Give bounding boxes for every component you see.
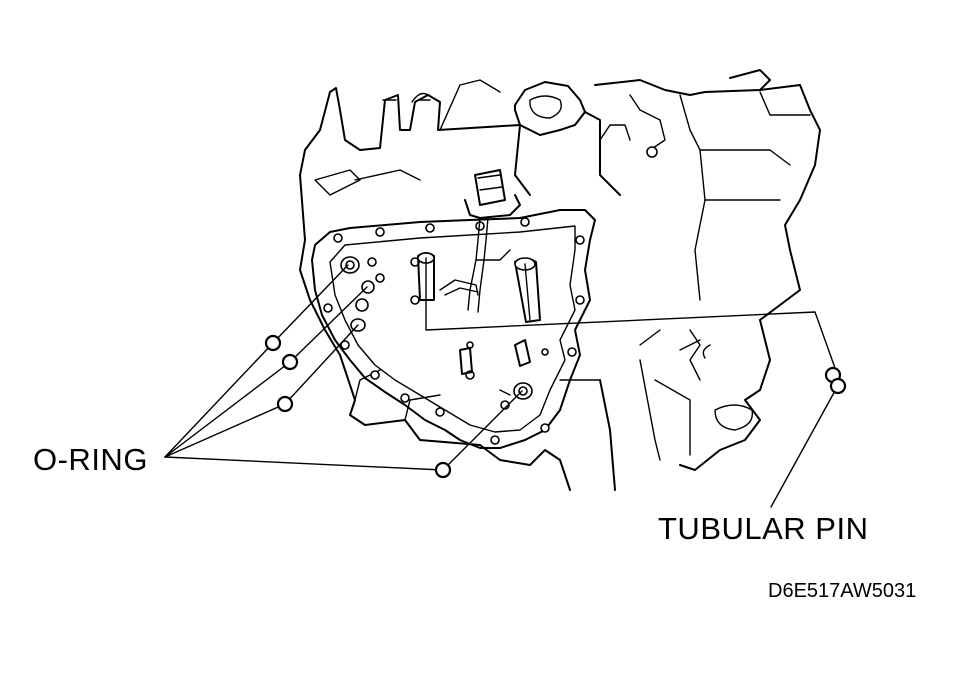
tubular-pins xyxy=(824,366,847,395)
leader-lines xyxy=(164,257,837,508)
tubular-pin-bores xyxy=(417,252,541,323)
tubular-pin-label: TUBULAR PIN xyxy=(658,511,869,546)
o-ring-label: O-RING xyxy=(33,442,148,477)
o-ring-3 xyxy=(276,395,294,413)
o-ring-4 xyxy=(434,461,452,479)
o-ring-2 xyxy=(281,353,299,371)
o-rings xyxy=(264,334,452,479)
transmission-case xyxy=(299,69,821,491)
figure-code: D6E517AW5031 xyxy=(768,580,917,602)
tubular-pin-2 xyxy=(829,377,847,395)
o-ring-1 xyxy=(264,334,282,352)
solenoid-harness xyxy=(439,169,531,396)
